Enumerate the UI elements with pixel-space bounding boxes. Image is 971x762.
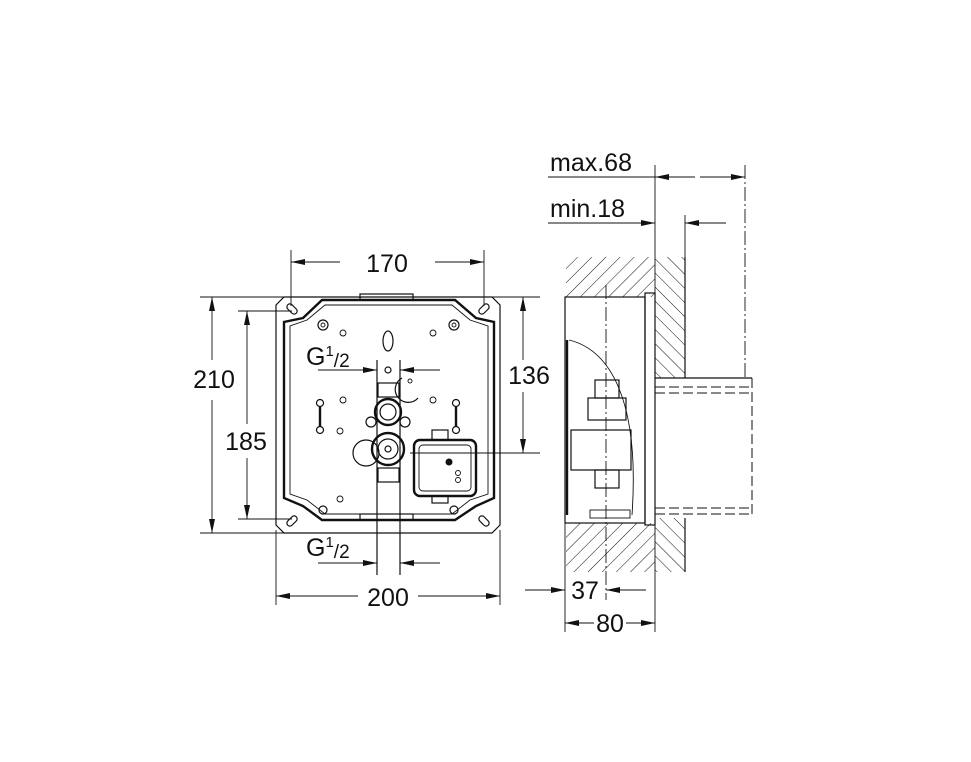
svg-text:G1/2: G1/2 — [306, 343, 350, 372]
svg-text:170: 170 — [366, 250, 408, 278]
svg-text:136: 136 — [508, 362, 550, 390]
svg-text:37: 37 — [571, 577, 599, 605]
svg-text:80: 80 — [596, 610, 624, 638]
svg-text:min.18: min.18 — [550, 195, 625, 223]
inner-box-frame — [282, 298, 496, 522]
dimension-80: 80 — [565, 610, 655, 638]
svg-text:210: 210 — [193, 366, 235, 394]
cover-plate — [644, 292, 656, 526]
svg-text:185: 185 — [225, 428, 267, 456]
dimension-37: 37 — [525, 577, 646, 605]
svg-text:200: 200 — [367, 584, 409, 612]
flush-pipe — [655, 377, 753, 518]
dimension-200: 200 — [275, 530, 501, 612]
front-view: G1/2 G1/2 170 210 — [193, 250, 550, 612]
dimension-min-18: min.18 — [548, 195, 726, 226]
dimension-136: 136 — [410, 296, 550, 454]
solenoid-module — [412, 429, 478, 504]
dimension-185: 185 — [225, 310, 292, 520]
mounting-slots — [286, 303, 490, 527]
dimension-210: 210 — [193, 296, 284, 534]
side-view: max.68 min.18 37 80 — [525, 149, 753, 638]
valve-body — [352, 360, 419, 575]
svg-text:max.68: max.68 — [550, 149, 632, 177]
dimension-170: 170 — [290, 250, 485, 306]
wall-section — [566, 257, 655, 297]
connection-label-bottom: G1/2 — [306, 534, 440, 566]
connection-label-top: G1/2 — [306, 343, 440, 373]
mounting-plate — [275, 296, 501, 534]
dimension-max-68: max.68 — [548, 149, 745, 180]
svg-text:G1/2: G1/2 — [306, 534, 350, 563]
tile-section — [655, 257, 685, 378]
